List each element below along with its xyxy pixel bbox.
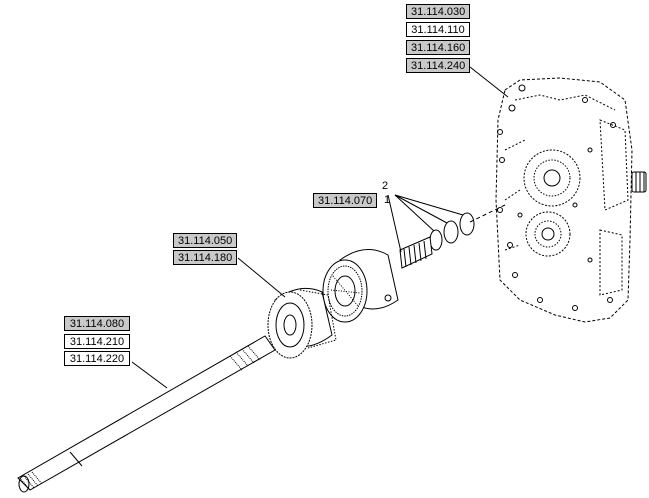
ref-label[interactable]: 31.114.080 xyxy=(64,316,130,331)
planetary-carrier xyxy=(267,287,337,359)
long-shaft xyxy=(17,335,276,493)
gearbox-housing xyxy=(495,77,647,323)
ref-label[interactable]: 31.114.180 xyxy=(173,250,237,265)
ref-label[interactable]: 31.114.220 xyxy=(64,351,130,366)
ref-label[interactable]: 31.114.110 xyxy=(406,22,470,37)
ref-label[interactable]: 31.114.030 xyxy=(406,4,470,19)
ref-label[interactable]: 31.114.240 xyxy=(406,58,470,73)
item-number-1: 1 xyxy=(384,194,391,206)
clutch-drum xyxy=(322,236,433,323)
ref-label[interactable]: 31.114.070 xyxy=(313,193,377,208)
o-rings xyxy=(429,212,475,251)
item-number-2: 2 xyxy=(382,180,389,192)
ref-label[interactable]: 31.114.210 xyxy=(64,334,130,349)
leader-lines xyxy=(131,66,509,389)
ref-label[interactable]: 31.114.160 xyxy=(406,40,470,55)
ref-label[interactable]: 31.114.050 xyxy=(173,233,237,248)
